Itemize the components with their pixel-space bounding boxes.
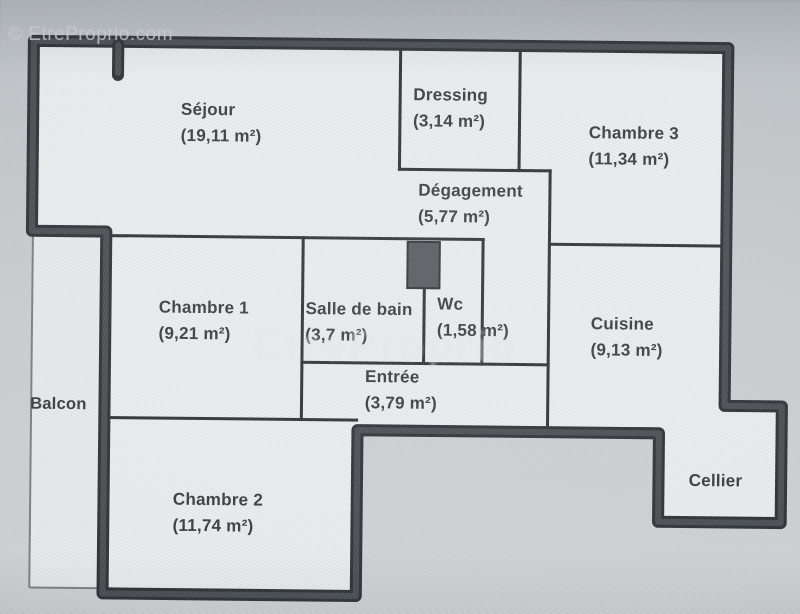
room-name: Cellier	[688, 470, 743, 491]
room-label-sejour: Séjour (19,11 m²)	[181, 97, 262, 150]
room-label-cuisine: Cuisine (9,13 m²)	[590, 311, 663, 364]
door-symbol	[406, 240, 441, 290]
room-name: Dressing	[413, 85, 489, 105]
room-area: (9,21 m²)	[158, 323, 231, 344]
room-label-balcon: Balcon	[30, 391, 87, 418]
room-label-chambre2: Chambre 2 (11,74 m²)	[172, 487, 263, 540]
room-label-chambre3: Chambre 3 (11,34 m²)	[588, 120, 679, 173]
room-name: Salle de bain	[305, 298, 413, 320]
room-name: Dégagement	[418, 180, 523, 201]
room-label-entree: Entrée (3,79 m²)	[365, 364, 438, 417]
room-area: (19,11 m²)	[180, 125, 262, 146]
room-area: (5,77 m²)	[417, 206, 491, 227]
room-name: Wc	[437, 294, 464, 314]
room-name: Chambre 1	[158, 297, 250, 318]
outer-walls-core	[28, 37, 785, 600]
balcony-rails	[28, 232, 102, 590]
corner-watermark: © EtreProprio.com	[8, 24, 174, 45]
room-area: (11,34 m²)	[588, 149, 670, 170]
room-name: Chambre 3	[588, 123, 679, 144]
balcony-floor	[28, 230, 107, 590]
apartment-floor	[31, 40, 782, 596]
room-area: (9,13 m²)	[590, 340, 663, 361]
room-area: (3,79 m²)	[364, 393, 438, 413]
room-name: Chambre 2	[172, 489, 264, 510]
ghost-watermark: EtreProprio	[253, 320, 520, 371]
room-name: Cuisine	[590, 314, 655, 334]
room-label-degagement: Dégagement (5,77 m²)	[418, 178, 523, 231]
room-label-dressing: Dressing (3,14 m²)	[413, 82, 488, 135]
room-label-chambre1: Chambre 1 (9,21 m²)	[158, 294, 249, 347]
room-label-cellier: Cellier	[689, 468, 743, 495]
interior-walls	[102, 47, 726, 433]
room-name: Balcon	[30, 394, 87, 414]
room-area: (11,74 m²)	[172, 515, 254, 536]
room-area: (3,14 m²)	[412, 111, 486, 132]
room-name: Séjour	[180, 99, 236, 120]
